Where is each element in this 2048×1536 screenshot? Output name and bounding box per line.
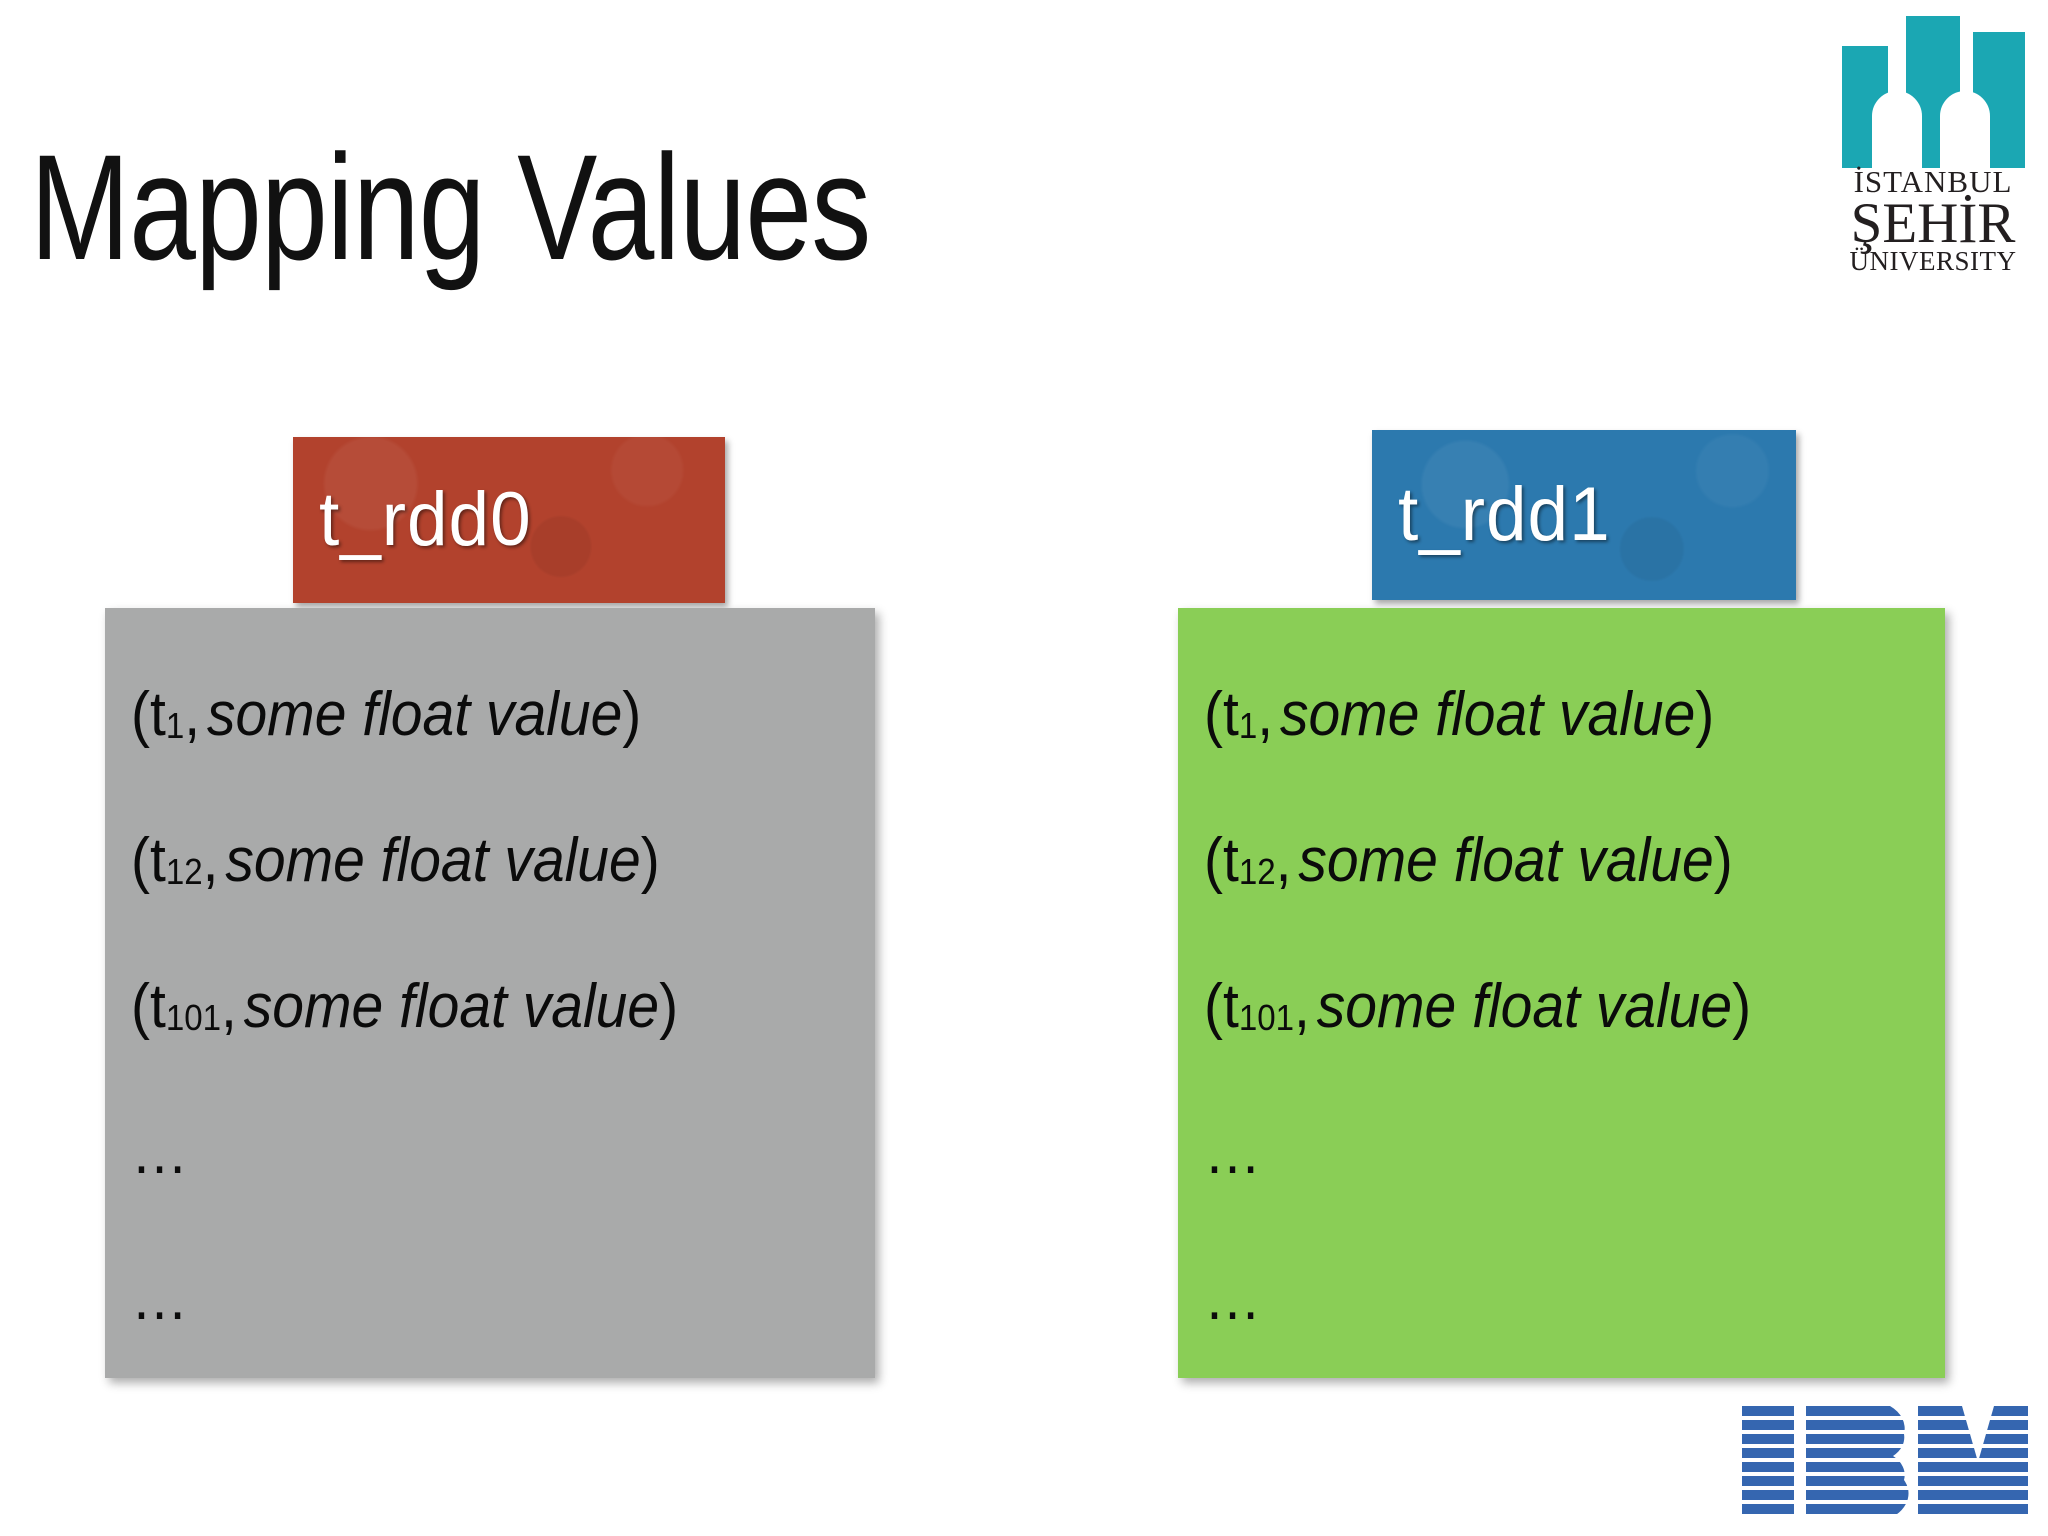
row-subscript: 101 <box>165 996 222 1038</box>
row-open: (t <box>131 826 166 895</box>
row-open: (t <box>131 972 166 1041</box>
row-open: (t <box>1204 972 1239 1041</box>
logo-line-sehir: ŞEHİR <box>1850 192 2016 255</box>
row-close: ) <box>1713 826 1733 895</box>
rdd-ellipsis: … <box>131 1118 192 1187</box>
label-chip-t-rdd1[interactable]: t_rdd1 <box>1372 430 1796 600</box>
rdd-ellipsis: … <box>1204 1118 1265 1187</box>
university-logo-text: İSTANBUL ŞEHİR ÜNIVERSITY <box>1828 166 2038 275</box>
istanbul-sehir-university-logo: İSTANBUL ŞEHİR ÜNIVERSITY <box>1828 8 2038 278</box>
row-comma: , <box>221 972 237 1041</box>
row-close: ) <box>640 826 660 895</box>
row-open: (t <box>1204 826 1239 895</box>
row-comma: , <box>1275 826 1292 895</box>
row-value: some float value <box>206 680 623 749</box>
row-comma: , <box>1257 680 1274 749</box>
row-comma: , <box>184 680 201 749</box>
label-chip-t-rdd0[interactable]: t_rdd0 <box>293 437 725 603</box>
row-value: some float value <box>1316 972 1733 1041</box>
university-buildings-icon <box>1842 16 2025 168</box>
row-subscript: 12 <box>165 850 203 892</box>
chip-label-left: t_rdd0 <box>319 477 532 562</box>
row-subscript: 101 <box>1238 996 1295 1038</box>
row-value: some float value <box>225 826 641 895</box>
row-open: (t <box>1204 680 1239 749</box>
chip-label-right: t_rdd1 <box>1398 472 1611 557</box>
row-value: some float value <box>1279 680 1696 749</box>
logo-line-istanbul: İSTANBUL <box>1853 164 2013 199</box>
row-open: (t <box>131 680 166 749</box>
rdd-ellipsis: … <box>1204 1264 1265 1333</box>
row-comma: , <box>1294 972 1310 1041</box>
row-value: some float value <box>1298 826 1714 895</box>
row-close: ) <box>659 972 679 1041</box>
row-subscript: 12 <box>1238 850 1276 892</box>
ibm-logo <box>1740 1404 2030 1522</box>
row-close: ) <box>622 680 642 749</box>
logo-line-university: ÜNIVERSITY <box>1849 246 2017 276</box>
row-subscript: 1 <box>165 704 185 746</box>
row-subscript: 1 <box>1238 704 1258 746</box>
row-close: ) <box>1732 972 1752 1041</box>
row-value: some float value <box>243 972 660 1041</box>
row-close: ) <box>1695 680 1715 749</box>
rdd-ellipsis: … <box>131 1264 192 1333</box>
row-comma: , <box>202 826 219 895</box>
ibm-logo-icon <box>1742 1406 2028 1514</box>
page-title: Mapping Values <box>30 123 871 291</box>
